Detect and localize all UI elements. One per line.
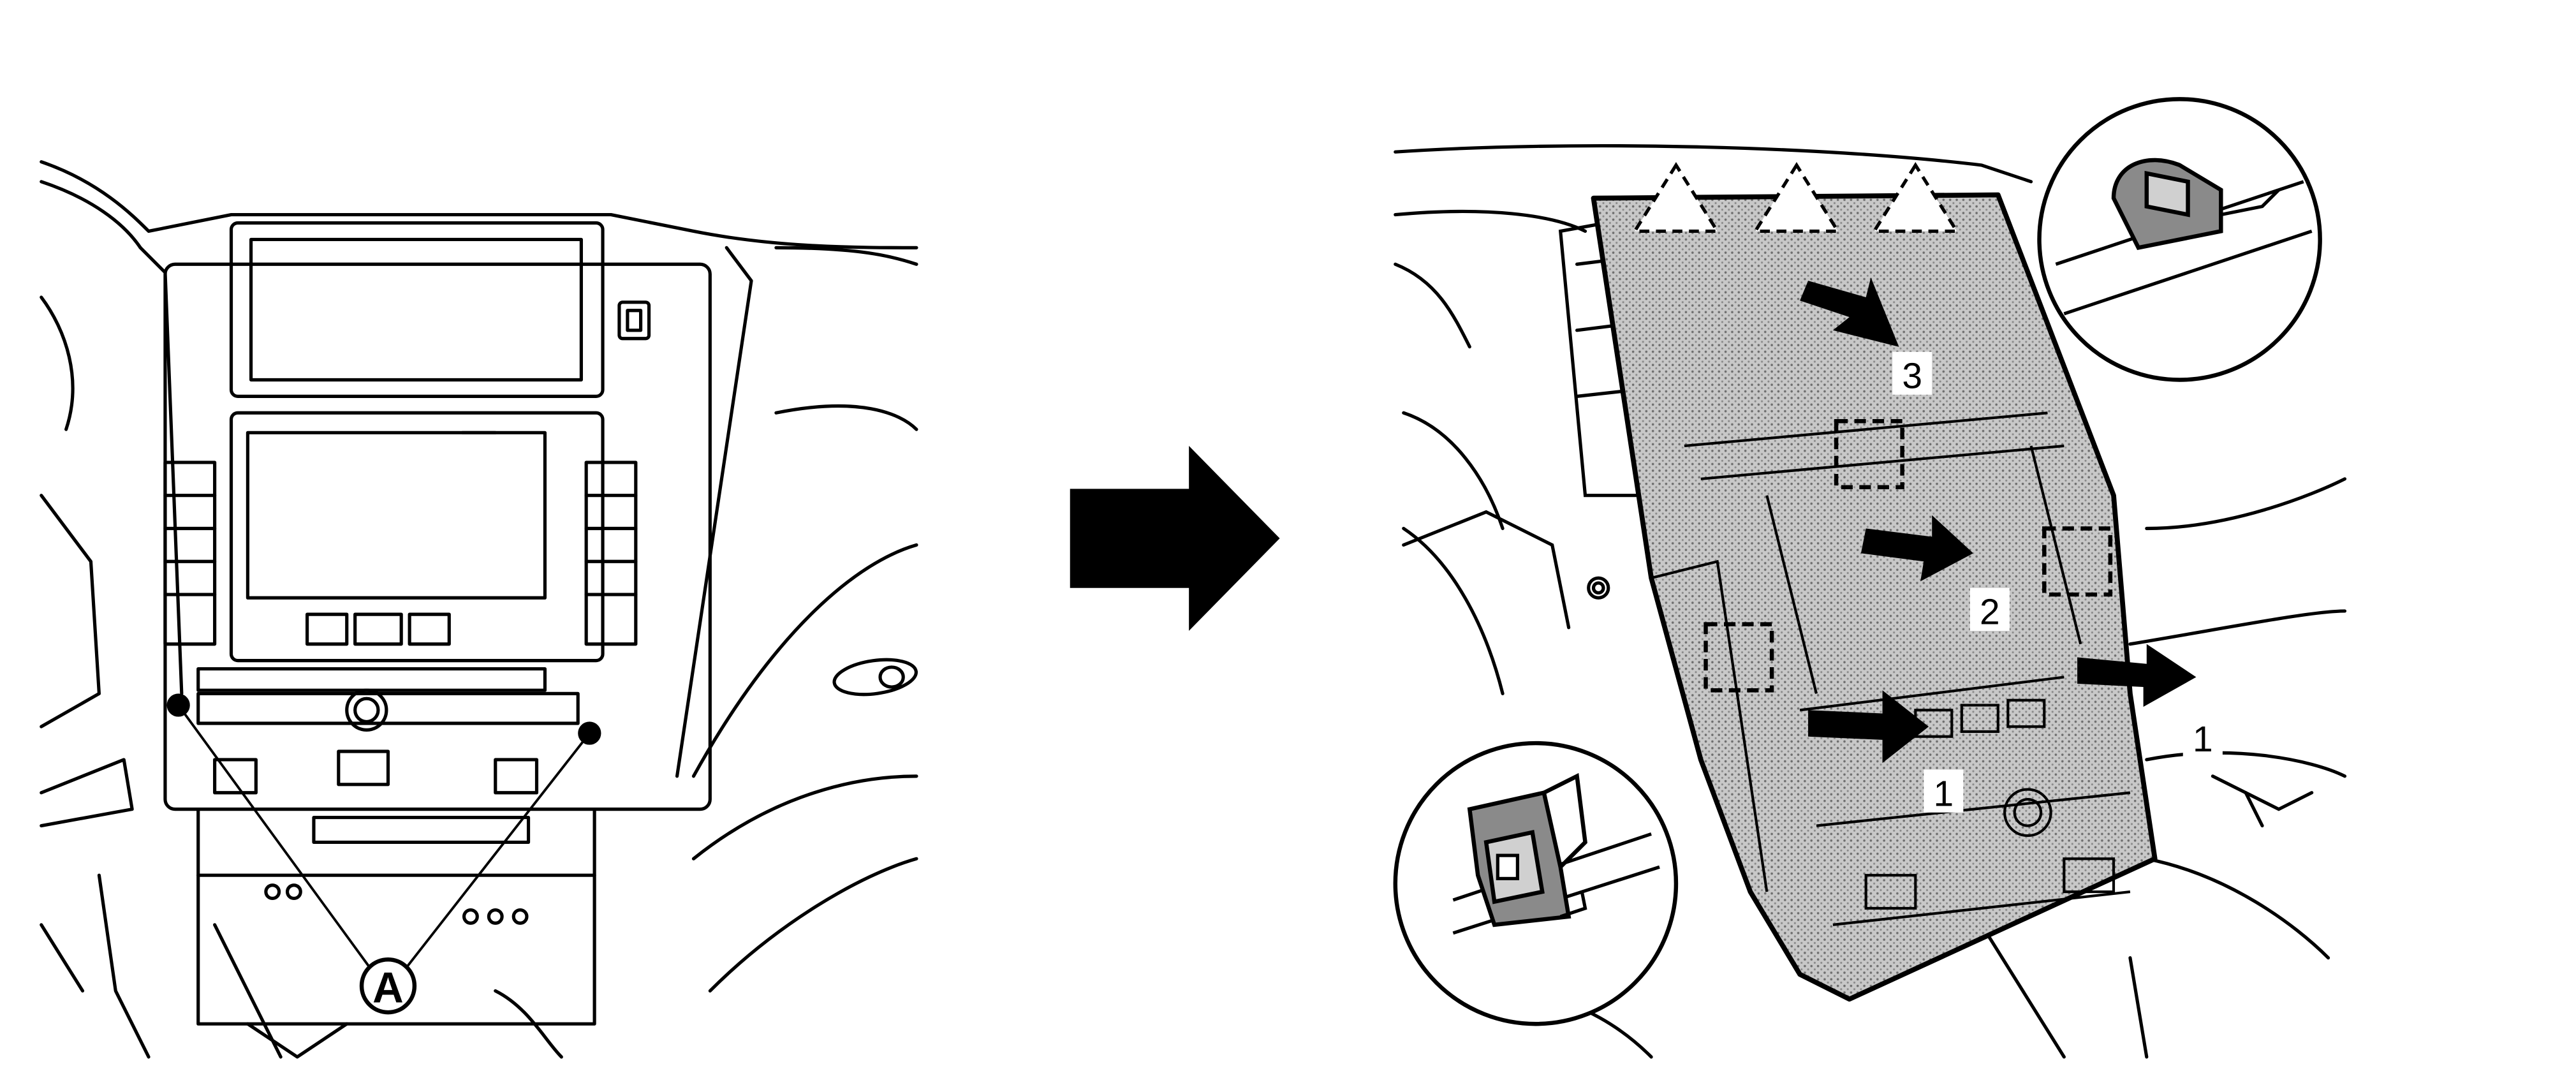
left-dashboard-view (40, 160, 918, 1059)
step-label-1-left: 1 (1934, 773, 1954, 814)
upper-display (229, 221, 605, 398)
lower-display (229, 411, 605, 663)
step-label-2: 2 (1980, 592, 2000, 633)
dash-top-contour (40, 160, 918, 249)
vent-right (832, 658, 918, 697)
bolt-callout-label: A (372, 964, 404, 1012)
bolt-callout: A (359, 957, 417, 1015)
next-step-arrow (1070, 446, 1280, 631)
upper-clips (1631, 162, 1960, 233)
inset-lower-clip-detail (1393, 741, 1679, 1026)
step-label-1-right: 1 (2193, 719, 2213, 760)
step-label-3: 3 (1902, 355, 1922, 396)
side-clips (1704, 418, 2113, 693)
arrow-step-3 (1800, 277, 1899, 347)
arrow-step-1-right (2077, 644, 2197, 707)
step-labels: 3 2 1 1 (1892, 351, 2223, 814)
control-knob (345, 688, 388, 732)
right-removal-view: 3 2 1 1 (1393, 97, 2347, 1059)
direction-arrows (1800, 277, 2197, 764)
arrow-step-1-left (1808, 690, 1929, 764)
removed-cluster-panel (1591, 192, 2158, 1002)
inset-upper-clip-detail (2037, 97, 2322, 382)
arrow-step-2 (1860, 515, 1973, 582)
